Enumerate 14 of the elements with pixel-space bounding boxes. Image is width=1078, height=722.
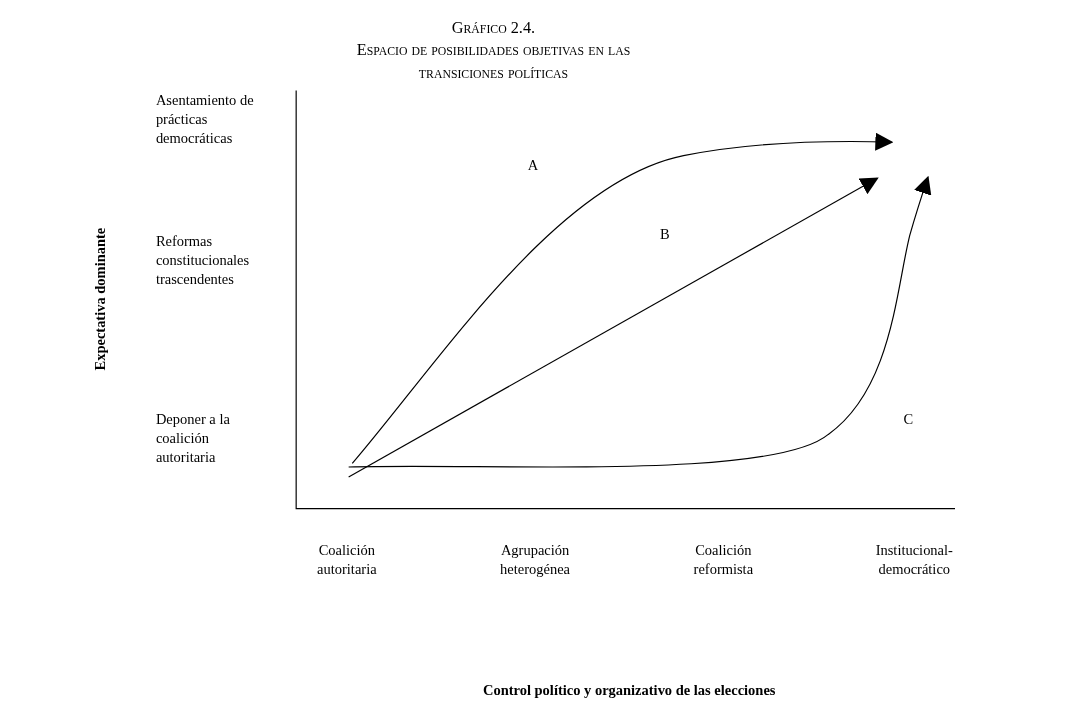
axis-tick-label: Agrupación heterogénea xyxy=(499,541,572,579)
subtitle: Espacio de posibilidades objetivas en las transiciones políticas xyxy=(355,39,632,84)
axis-tick-label: Coalición autoritaria xyxy=(316,541,378,579)
curve-label: B xyxy=(659,225,671,244)
axis-tick-label: Coalición reformista xyxy=(692,541,755,579)
axis-tick-label: Deponer a la coalición autoritaria xyxy=(155,409,231,467)
curve-label: A xyxy=(527,156,540,175)
axis-tick-label: Reformas constitucionales trascendentes xyxy=(155,232,251,289)
axis-tick-label: Institucional-democrático xyxy=(874,541,954,579)
curve-label: C xyxy=(903,409,915,429)
title: Gráfico 2.4. xyxy=(451,17,536,39)
axis-tick-label: Asentamiento de prácticas democráticas xyxy=(155,91,255,148)
axis-title: Control político y organizativo de las elecciones xyxy=(481,681,777,700)
axis-title: Expectativa dominante xyxy=(91,226,109,373)
